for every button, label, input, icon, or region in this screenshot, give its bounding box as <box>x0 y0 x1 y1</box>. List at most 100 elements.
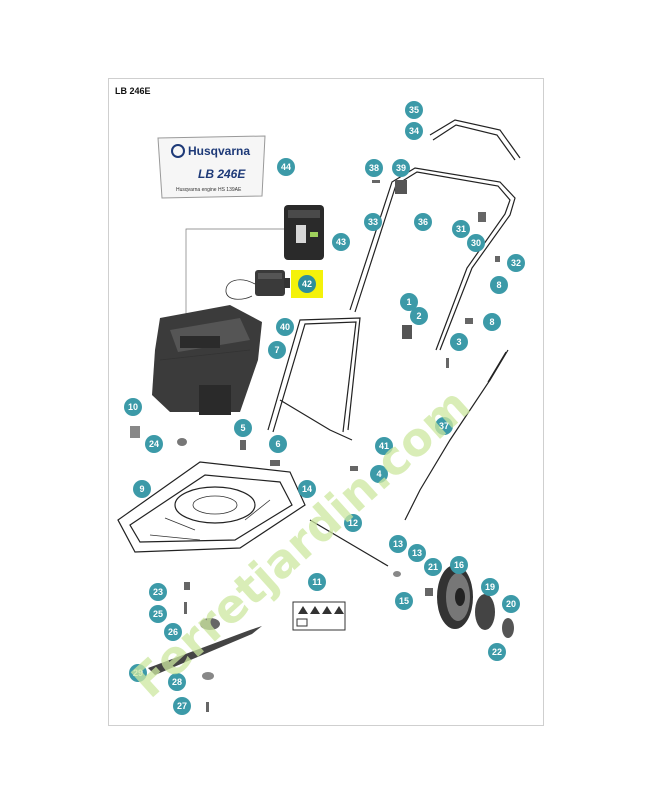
callout-35[interactable]: 35 <box>405 101 423 119</box>
callout-5[interactable]: 5 <box>234 419 252 437</box>
callout-badge <box>481 578 499 596</box>
callout-11[interactable]: 11 <box>308 573 326 591</box>
callout-29[interactable]: 29 <box>129 664 147 682</box>
callout-number: 13 <box>412 548 422 558</box>
callout-23[interactable]: 23 <box>149 583 167 601</box>
callout-number: 8 <box>496 280 501 290</box>
hub-gear-part <box>475 594 514 638</box>
callout-number: 34 <box>409 126 419 136</box>
callout-number: 14 <box>302 484 312 494</box>
callout-4[interactable]: 4 <box>370 465 388 483</box>
callout-badge <box>400 293 418 311</box>
callout-badge <box>364 213 382 231</box>
callout-badge <box>375 437 393 455</box>
callout-39[interactable]: 39 <box>392 159 410 177</box>
callout-badge <box>234 419 252 437</box>
callout-6[interactable]: 6 <box>269 435 287 453</box>
callout-number: 1 <box>406 297 411 307</box>
callout-badge <box>268 341 286 359</box>
callout-15[interactable]: 15 <box>395 592 413 610</box>
callout-13b[interactable]: 13 <box>408 544 426 562</box>
callout-41[interactable]: 41 <box>375 437 393 455</box>
callout-badge <box>410 307 428 325</box>
callout-number: 31 <box>456 224 466 234</box>
callout-number: 33 <box>368 217 378 227</box>
callout-number: 32 <box>511 258 521 268</box>
motor-part <box>152 305 262 415</box>
callout-2[interactable]: 2 <box>410 307 428 325</box>
callout-number: 6 <box>275 439 280 449</box>
callout-badge <box>365 159 383 177</box>
callout-14[interactable]: 14 <box>298 480 316 498</box>
callout-16[interactable]: 16 <box>450 556 468 574</box>
callout-7[interactable]: 7 <box>268 341 286 359</box>
callout-25[interactable]: 25 <box>149 605 167 623</box>
callout-number: 20 <box>506 599 516 609</box>
callout-badge <box>168 673 186 691</box>
logo-decal: Husqvarna LB 246E Husqvarna engine HS 13… <box>157 135 266 199</box>
callout-8b[interactable]: 8 <box>483 313 501 331</box>
callout-31[interactable]: 31 <box>452 220 470 238</box>
callout-3[interactable]: 3 <box>450 333 468 351</box>
callout-badge <box>490 276 508 294</box>
callout-number: 41 <box>379 441 389 451</box>
callout-38[interactable]: 38 <box>365 159 383 177</box>
callout-badge <box>308 573 326 591</box>
callout-8a[interactable]: 8 <box>490 276 508 294</box>
callout-number: 23 <box>153 587 163 597</box>
callout-40[interactable]: 40 <box>276 318 294 336</box>
callout-badge <box>298 275 316 293</box>
callout-badge <box>370 465 388 483</box>
callout-24[interactable]: 24 <box>145 435 163 453</box>
callout-number: 42 <box>302 279 312 289</box>
callout-badge <box>149 605 167 623</box>
callout-number: 22 <box>492 647 502 657</box>
callout-9[interactable]: 9 <box>133 480 151 498</box>
callout-36[interactable]: 36 <box>414 213 432 231</box>
callout-number: 40 <box>280 322 290 332</box>
callout-badge <box>145 435 163 453</box>
callout-number: 11 <box>312 577 322 587</box>
callout-10[interactable]: 10 <box>124 398 142 416</box>
callout-number: 44 <box>281 162 291 172</box>
callout-44[interactable]: 44 <box>277 158 295 176</box>
callout-badge <box>405 101 423 119</box>
callout-number: 27 <box>177 701 187 711</box>
callout-19[interactable]: 19 <box>481 578 499 596</box>
callout-badge <box>405 122 423 140</box>
callout-43[interactable]: 43 <box>332 233 350 251</box>
callout-badge <box>483 313 501 331</box>
callout-number: 19 <box>485 582 495 592</box>
callout-badge <box>277 158 295 176</box>
callout-1[interactable]: 1 <box>400 293 418 311</box>
callout-badge <box>450 556 468 574</box>
callout-20[interactable]: 20 <box>502 595 520 613</box>
callout-22[interactable]: 22 <box>488 643 506 661</box>
callout-badge <box>435 417 453 435</box>
callout-32[interactable]: 32 <box>507 254 525 272</box>
callout-badge <box>332 233 350 251</box>
callout-30[interactable]: 30 <box>467 234 485 252</box>
callout-33[interactable]: 33 <box>364 213 382 231</box>
callout-37[interactable]: 37 <box>435 417 453 435</box>
callout-number: 43 <box>336 237 346 247</box>
callout-badge <box>173 697 191 715</box>
callout-number: 3 <box>456 337 461 347</box>
callout-13a[interactable]: 13 <box>389 535 407 553</box>
brand-name: Husqvarna <box>188 144 250 158</box>
callout-12[interactable]: 12 <box>344 514 362 532</box>
callout-number: 24 <box>149 439 159 449</box>
callout-26[interactable]: 26 <box>164 623 182 641</box>
callout-badge <box>414 213 432 231</box>
callout-34[interactable]: 34 <box>405 122 423 140</box>
callout-21[interactable]: 21 <box>424 558 442 576</box>
callout-27[interactable]: 27 <box>173 697 191 715</box>
callout-badge <box>344 514 362 532</box>
callout-42[interactable]: 42 <box>291 270 323 298</box>
callout-badge <box>164 623 182 641</box>
blade-part <box>148 618 262 675</box>
lower-handle-part <box>267 317 361 441</box>
callout-badge <box>507 254 525 272</box>
callout-badge <box>149 583 167 601</box>
callout-28[interactable]: 28 <box>168 673 186 691</box>
